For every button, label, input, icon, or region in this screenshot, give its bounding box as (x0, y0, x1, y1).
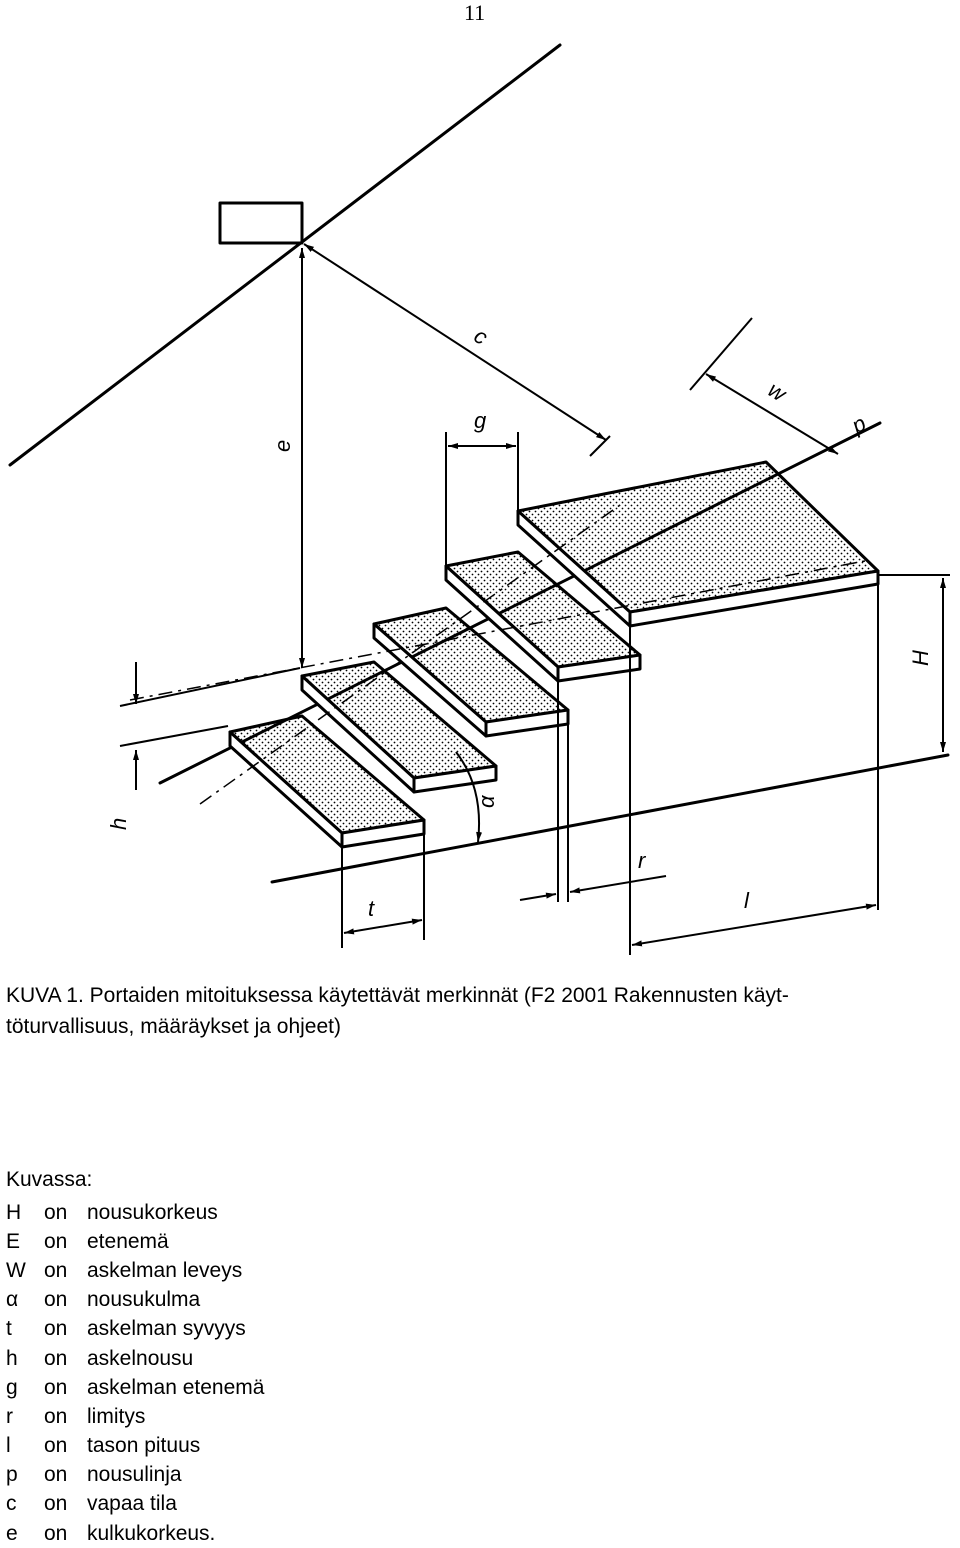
legend-text: askelnousu (87, 1346, 194, 1370)
label-l: l (744, 888, 750, 913)
legend-on: on (44, 1346, 68, 1370)
legend-on: on (44, 1258, 68, 1282)
stair-treads (228, 460, 880, 849)
label-r: r (638, 848, 647, 873)
legend-on: on (44, 1404, 68, 1428)
legend-text: askelman leveys (87, 1258, 243, 1282)
legend-text: nousulinja (87, 1463, 182, 1487)
caption-line-2: töturvallisuus, määräykset ja ohjeet) (6, 1015, 341, 1038)
label-alpha: α (474, 794, 499, 808)
legend-row: t on askelman syvyys (6, 1315, 264, 1344)
legend-on: on (44, 1317, 68, 1341)
legend-on: on (44, 1288, 68, 1312)
stair-dimension-figure: c w p g e H h α r t l (8, 43, 950, 955)
legend-on: on (44, 1229, 68, 1253)
legend-text: etenemä (87, 1229, 169, 1253)
legend-text: askelman syvyys (87, 1317, 246, 1341)
legend-on: on (44, 1463, 68, 1487)
label-g: g (474, 408, 487, 433)
legend-text: askelman etenemä (87, 1375, 265, 1399)
label-h: h (106, 818, 131, 830)
tread-4 (444, 550, 642, 683)
page-number: 11 (464, 0, 486, 25)
legend-text: tason pituus (87, 1434, 201, 1458)
legend-text: kulkukorkeus. (87, 1521, 216, 1545)
label-H: H (908, 650, 933, 666)
legend-row: g on askelman etenemä (6, 1373, 264, 1402)
legend-text: limitys (87, 1404, 146, 1428)
label-e: e (270, 440, 295, 452)
figure-caption: KUVA 1. Portaiden mitoituksessa käytettä… (6, 980, 956, 1042)
legend-symbol: W (6, 1258, 26, 1282)
legend-row: r on limitys (6, 1402, 264, 1431)
floor-line (270, 753, 950, 884)
legend-text: nousukulma (87, 1288, 201, 1312)
label-p: p (847, 410, 870, 438)
legend-symbol: l (6, 1434, 11, 1458)
legend-symbol: c (6, 1492, 17, 1516)
legend-text: nousukorkeus (87, 1200, 218, 1224)
legend-symbol: H (6, 1200, 22, 1224)
legend-symbol: e (6, 1521, 18, 1545)
legend-row: l on tason pituus (6, 1432, 264, 1461)
legend-on: on (44, 1200, 68, 1224)
legend-symbol: t (6, 1317, 12, 1341)
tread-2 (300, 660, 498, 794)
legend-row: α on nousukulma (6, 1286, 264, 1315)
label-t: t (368, 896, 375, 921)
caption-line-1: KUVA 1. Portaiden mitoituksessa käytettä… (6, 984, 789, 1007)
label-w: w (764, 377, 793, 408)
legend-symbol: p (6, 1463, 18, 1487)
landing (516, 460, 880, 628)
legend-on: on (44, 1492, 68, 1516)
legend-symbol: r (6, 1404, 13, 1428)
legend-row: e on kulkukorkeus. (6, 1519, 264, 1548)
legend-symbol: α (6, 1288, 19, 1312)
legend-text: vapaa tila (87, 1492, 177, 1516)
legend-symbol: h (6, 1346, 18, 1370)
legend-symbol: g (6, 1375, 18, 1399)
tread-3 (372, 606, 570, 738)
legend-symbol: E (6, 1229, 21, 1253)
legend-on: on (44, 1521, 68, 1545)
label-c: c (470, 323, 493, 350)
ceiling-line (8, 43, 562, 467)
legend-intro: Kuvassa: (6, 1168, 93, 1191)
legend-row: c on vapaa tila (6, 1490, 264, 1519)
ceiling-box (218, 201, 304, 245)
legend-on: on (44, 1375, 68, 1399)
legend-row: p on nousulinja (6, 1461, 264, 1490)
legend-row: h on askelnousu (6, 1344, 264, 1373)
legend-on: on (44, 1434, 68, 1458)
